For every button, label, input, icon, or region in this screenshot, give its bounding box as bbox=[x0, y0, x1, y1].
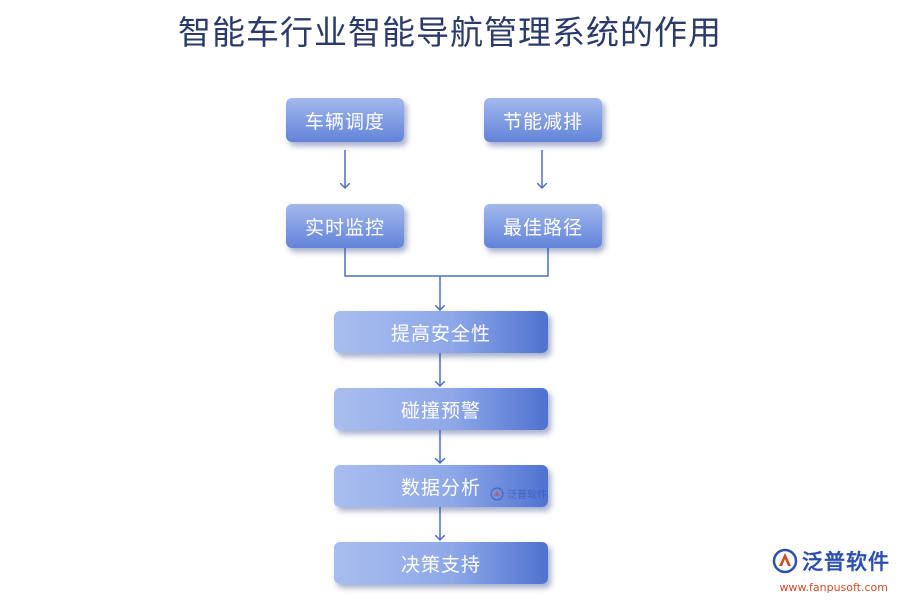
node-best-route: 最佳路径 bbox=[484, 204, 602, 248]
node-energy-saving: 节能减排 bbox=[484, 98, 602, 142]
node-data-analysis: 数据分析 bbox=[334, 465, 548, 507]
fanpu-logo-icon bbox=[772, 548, 798, 574]
brand-url: www.fanpusoft.com bbox=[779, 581, 888, 594]
page-title: 智能车行业智能导航管理系统的作用 bbox=[178, 13, 722, 52]
node-improve-safety: 提高安全性 bbox=[334, 311, 548, 353]
brand-logo: 泛普软件 bbox=[772, 546, 890, 576]
node-vehicle-dispatch: 车辆调度 bbox=[286, 98, 404, 142]
node-collision-warning: 碰撞预警 bbox=[334, 388, 548, 430]
brand-name: 泛普软件 bbox=[802, 550, 890, 574]
node-realtime-monitor: 实时监控 bbox=[286, 204, 404, 248]
watermark-text: 泛普软件 bbox=[507, 490, 547, 501]
merge-connector bbox=[344, 248, 549, 277]
watermark: 泛普软件 bbox=[490, 486, 547, 501]
node-decision-support: 决策支持 bbox=[334, 542, 548, 584]
fanpu-logo-icon bbox=[490, 486, 504, 501]
